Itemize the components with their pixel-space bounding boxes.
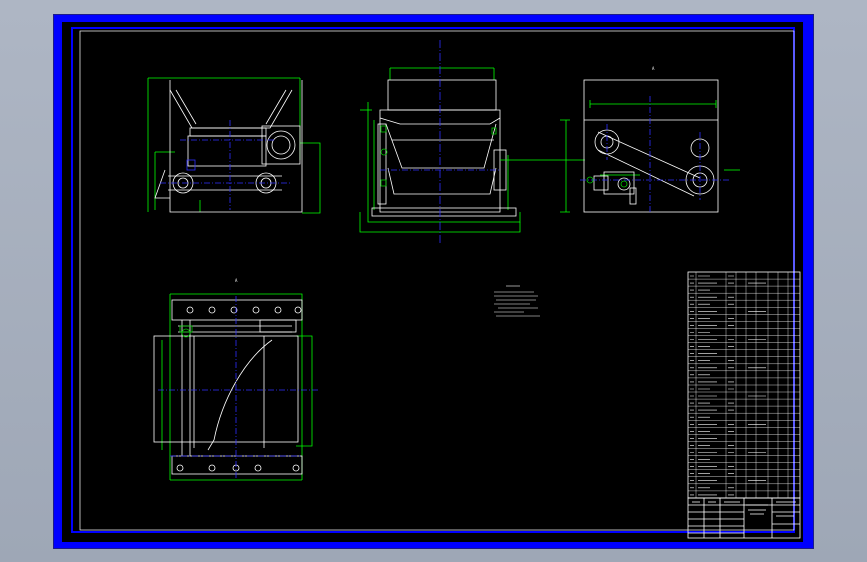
bolt-holes — [176, 306, 302, 472]
view-mark-a-top: A — [235, 278, 238, 283]
top-centerlines — [158, 296, 318, 478]
right-dimensions — [560, 100, 740, 213]
right-outline — [583, 79, 719, 213]
front-outline — [154, 80, 303, 213]
right-view: A — [560, 66, 740, 213]
title-block — [687, 497, 801, 539]
parts-list-entries — [690, 275, 766, 496]
view-mark-a: A — [652, 66, 655, 71]
drawing-area — [62, 22, 803, 542]
side-centerlines — [380, 40, 500, 244]
bearing-icon — [380, 125, 387, 133]
right-centerlines — [580, 96, 730, 212]
drive-pulley-icon — [266, 130, 296, 160]
top-dimensions — [161, 293, 313, 481]
side-outline — [371, 79, 517, 217]
sheet-border — [79, 30, 795, 531]
top-view: A — [153, 278, 318, 481]
front-centerlines — [160, 120, 290, 210]
technical-notes — [494, 285, 540, 317]
top-outline — [153, 299, 303, 475]
coupling-marker-icon — [181, 328, 191, 338]
front-view — [147, 77, 321, 214]
parts-list — [687, 271, 801, 499]
side-view — [359, 40, 521, 244]
